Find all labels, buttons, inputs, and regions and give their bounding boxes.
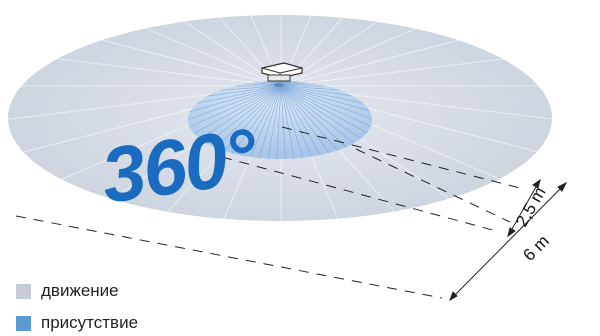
legend-label-presence: присутствие (41, 313, 139, 332)
extension-lines (15, 126, 521, 299)
headline-360: 360° (96, 111, 263, 220)
presence-motion-sensor-icon (261, 62, 303, 87)
legend-swatch-presence (16, 315, 31, 331)
outer-radius-label: 6 m (519, 231, 552, 264)
legend-item-motion: движение (16, 281, 119, 301)
inner-radius-label: 2,5 m (512, 184, 550, 230)
presence-detection-zone (188, 81, 372, 159)
legend-label-motion: движение (41, 281, 119, 300)
legend-swatch-motion (16, 283, 31, 299)
dimension-lines (449, 178, 568, 302)
legend-item-presence: присутствие (16, 313, 138, 333)
